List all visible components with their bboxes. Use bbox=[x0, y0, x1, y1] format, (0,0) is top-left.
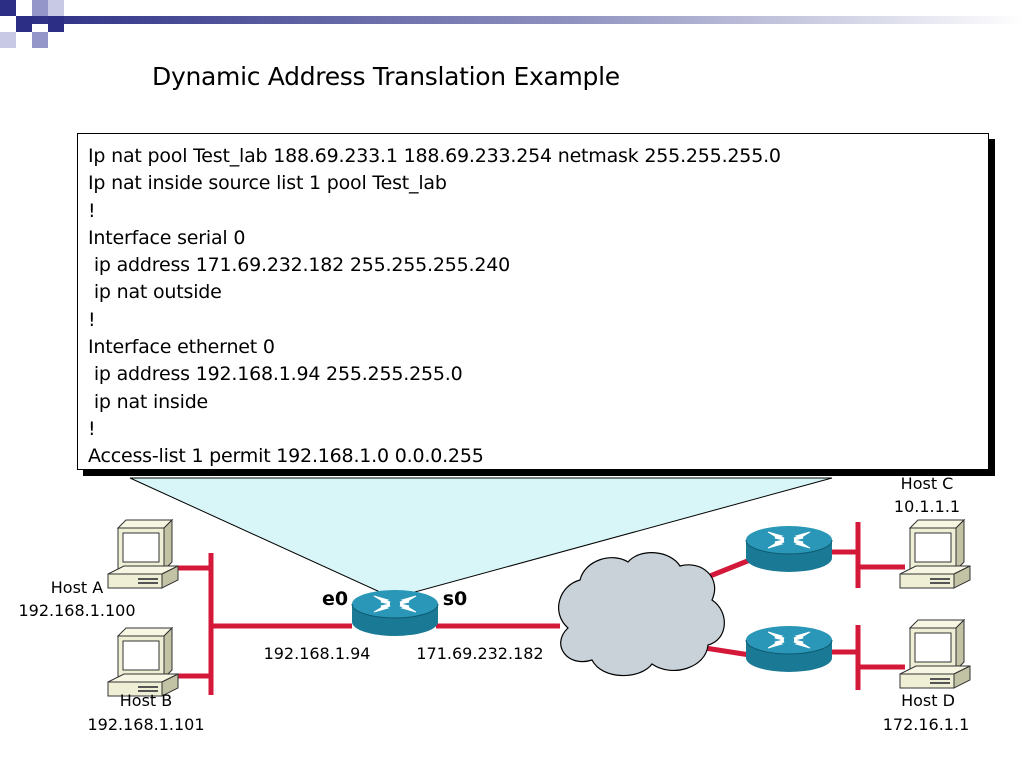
host-b-ip: 192.168.1.101 bbox=[87, 715, 205, 734]
header-squares-icon bbox=[0, 0, 64, 48]
host-c-name: Host C bbox=[900, 474, 954, 493]
config-line: ip nat inside bbox=[88, 390, 209, 413]
host-c-pc-icon bbox=[899, 519, 971, 589]
page-title: Dynamic Address Translation Example bbox=[152, 62, 620, 91]
cloud-icon bbox=[558, 552, 725, 677]
router-d-icon bbox=[744, 624, 834, 674]
host-d-pc-icon bbox=[899, 619, 971, 689]
router-s0-ip: 171.69.232.182 bbox=[416, 644, 544, 663]
link-cloud-router-d bbox=[704, 645, 751, 658]
config-line: Interface ethernet 0 bbox=[88, 336, 275, 359]
host-c-ip: 10.1.1.1 bbox=[893, 497, 961, 516]
config-line: Ip nat inside source list 1 pool Test_la… bbox=[88, 172, 447, 195]
config-line: ip nat outside bbox=[88, 281, 222, 304]
config-line: ! bbox=[88, 199, 96, 222]
router-main-icon bbox=[350, 588, 440, 638]
router-e0-ip: 192.168.1.94 bbox=[263, 644, 371, 663]
host-a-name: Host A bbox=[50, 578, 104, 597]
config-line: ! bbox=[88, 308, 96, 331]
config-line: Ip nat pool Test_lab 188.69.233.1 188.69… bbox=[88, 145, 781, 167]
config-line: ip address 171.69.232.182 255.255.255.24… bbox=[88, 254, 511, 277]
host-b-name: Host B bbox=[119, 691, 173, 710]
router-c-icon bbox=[744, 524, 834, 574]
config-line: Interface serial 0 bbox=[88, 226, 246, 249]
config-line: ip address 192.168.1.94 255.255.255.0 bbox=[88, 363, 463, 386]
host-d-ip: 172.16.1.1 bbox=[882, 715, 970, 734]
config-line: ! bbox=[88, 417, 96, 440]
host-d-name: Host D bbox=[901, 691, 955, 710]
router-e0-label: e0 bbox=[321, 588, 349, 610]
callout-pointer bbox=[129, 477, 833, 599]
config-box: Ip nat pool Test_lab 188.69.233.1 188.69… bbox=[77, 133, 989, 470]
header-banner-bar bbox=[20, 16, 1024, 24]
router-s0-label: s0 bbox=[442, 588, 468, 610]
config-line: Access-list 1 permit 192.168.1.0 0.0.0.2… bbox=[88, 445, 484, 468]
host-b-pc-icon bbox=[107, 627, 179, 697]
host-a-pc-icon bbox=[107, 519, 179, 589]
host-a-ip: 192.168.1.100 bbox=[18, 601, 136, 620]
